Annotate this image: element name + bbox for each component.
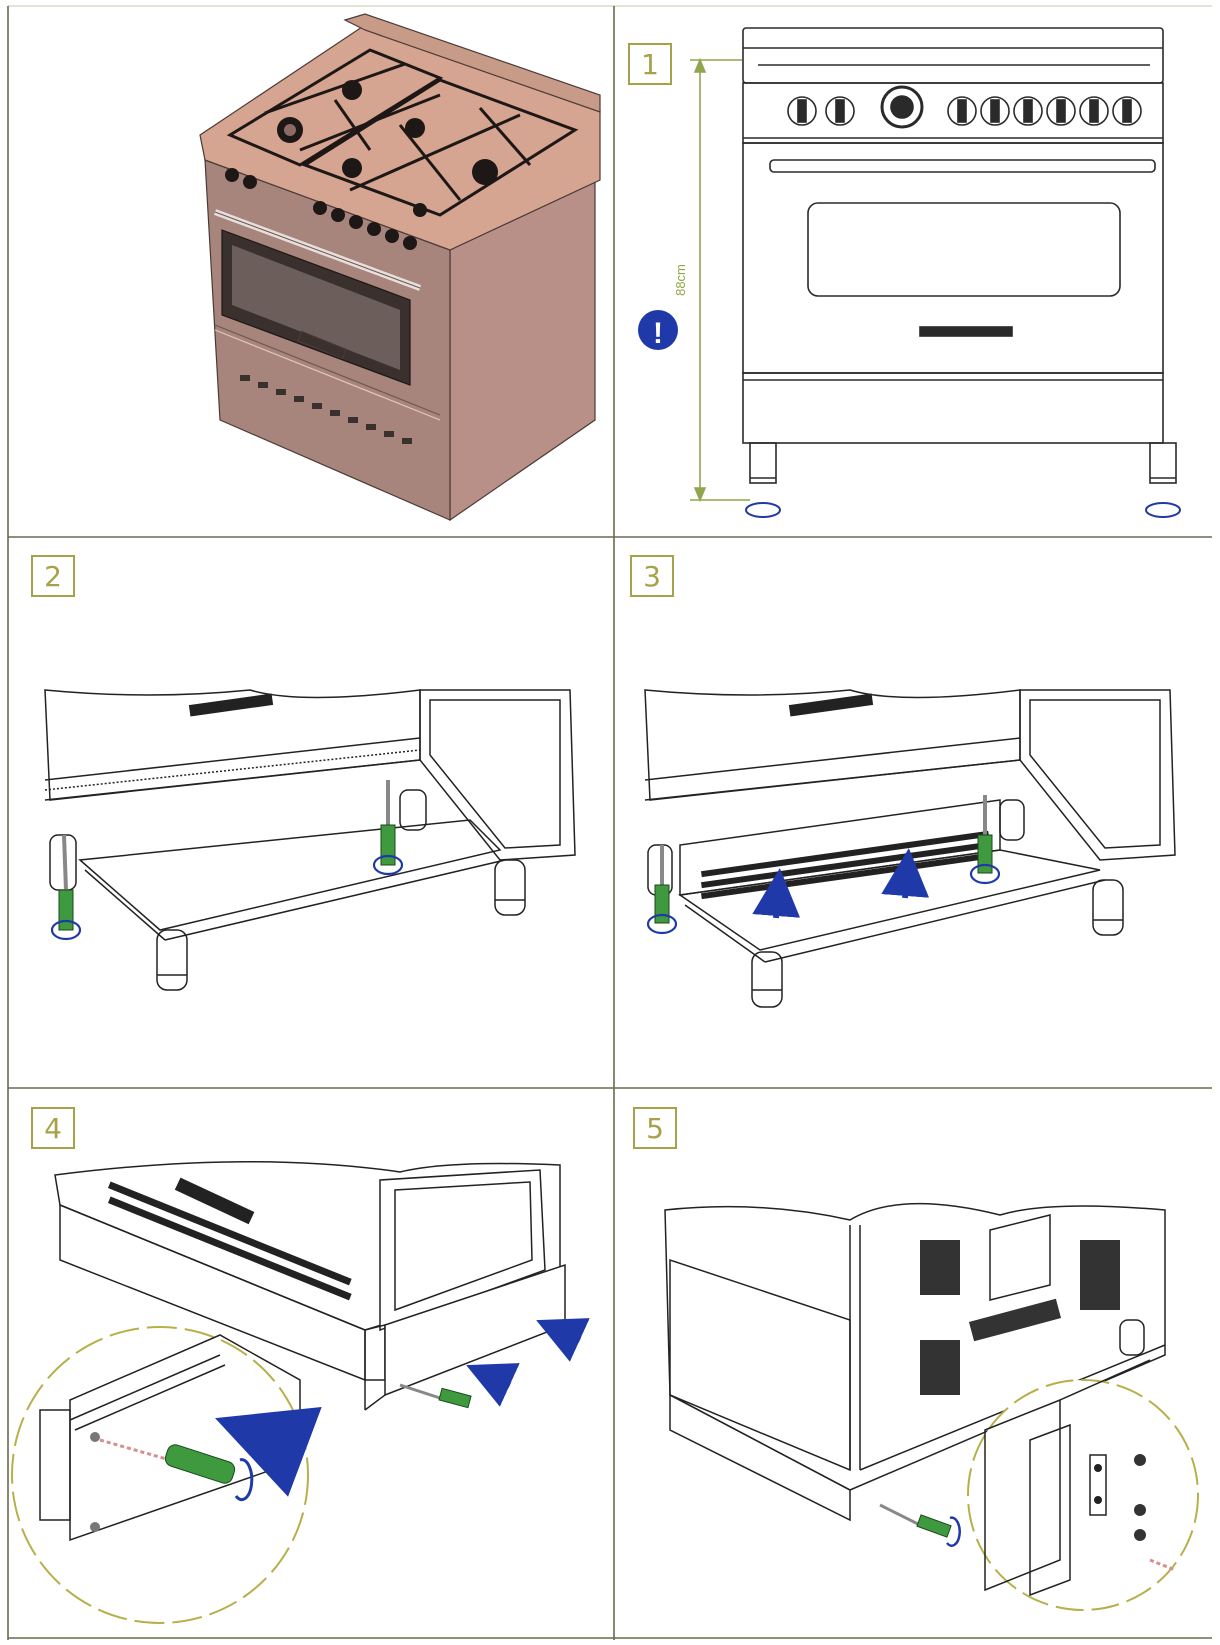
step-box-5: 5 [633, 1107, 677, 1149]
step-box-1: 1 [628, 43, 672, 85]
push-arrow-icon [752, 848, 930, 919]
step-box-3: 3 [630, 555, 674, 597]
step4-illustration [54, 1160, 566, 1411]
screwdriver-icon [399, 1383, 472, 1409]
screwdriver-icon [654, 795, 993, 924]
step3-illustration [644, 689, 1176, 1008]
step-box-2: 2 [31, 555, 75, 597]
step-number-3: 3 [643, 560, 661, 593]
rotate-arrow-icon [745, 502, 1181, 518]
rotate-arrow-icon [946, 1516, 961, 1547]
screw-icon [1134, 1454, 1146, 1541]
step1-front-view [742, 27, 1177, 484]
height-label: 88cm [673, 264, 688, 296]
step-number-4: 4 [44, 1112, 62, 1145]
rotate-arrow-icon [50, 854, 404, 941]
cooker-3d-render [199, 13, 601, 522]
height-dimension-line [690, 57, 750, 503]
screwdriver-icon [879, 1503, 952, 1538]
vent-slots [107, 1181, 352, 1301]
rotate-arrow-icon [646, 863, 1001, 935]
detail-circle [11, 1326, 322, 1624]
step2-illustration [44, 689, 576, 991]
vent-slots [920, 1240, 1120, 1395]
warning-icon: ! [638, 310, 678, 350]
grid-frame [7, 5, 1212, 1640]
control-knobs [787, 85, 1142, 129]
step-box-4: 4 [31, 1107, 75, 1149]
screwdriver-icon [58, 780, 396, 931]
step-number-2: 2 [44, 560, 62, 593]
push-arrow-icon [466, 1318, 590, 1407]
step-number-1: 1 [641, 48, 659, 81]
detail-circle [967, 1359, 1199, 1611]
svg-text:!: ! [653, 317, 663, 350]
step-number-5: 5 [646, 1112, 664, 1145]
